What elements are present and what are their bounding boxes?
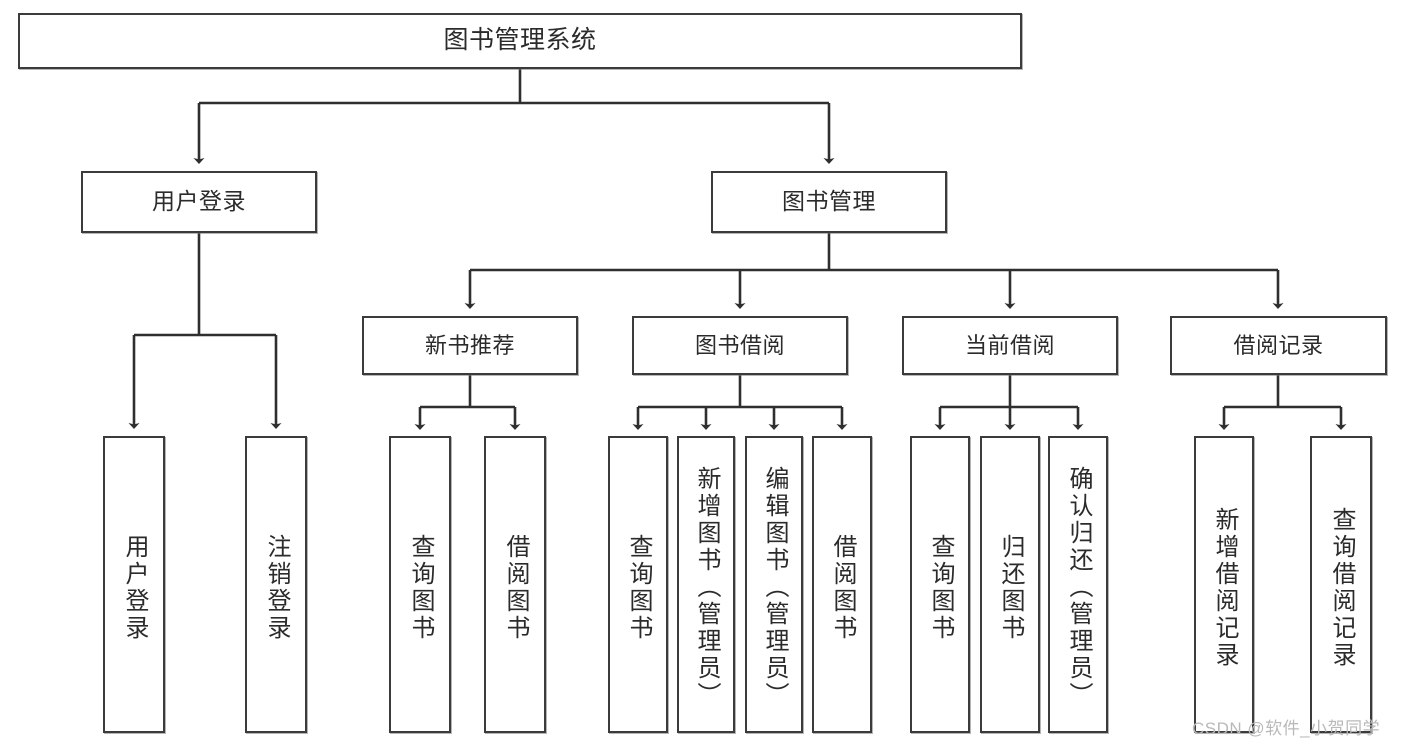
- node-book-manage[interactable]: 图书管理: [711, 171, 947, 233]
- node-label: 借阅记录: [1233, 332, 1324, 358]
- node-leaf-query-record[interactable]: 查询借阅记录: [1310, 436, 1372, 733]
- node-label: 用户登录: [121, 533, 148, 642]
- node-leaf-user-logout[interactable]: 注销登录: [245, 436, 307, 733]
- node-label: 注销登录: [263, 533, 290, 642]
- node-leaf-query-book-1[interactable]: 查询图书: [389, 436, 451, 733]
- node-leaf-query-book-2[interactable]: 查询图书: [608, 436, 668, 733]
- node-label: 图书管理: [782, 188, 876, 215]
- node-leaf-borrow-book-1[interactable]: 借阅图书: [484, 436, 546, 733]
- csdn-watermark: CSDN @软件_小贺同学: [1192, 719, 1381, 738]
- node-label: 用户登录: [152, 188, 246, 215]
- node-book-management-system[interactable]: 图书管理系统: [18, 13, 1022, 69]
- node-label: 新增图书（管理员）: [693, 466, 720, 709]
- node-label: 查询图书: [407, 533, 434, 642]
- node-label: 借阅图书: [829, 533, 856, 642]
- node-leaf-user-login[interactable]: 用户登录: [103, 436, 165, 733]
- node-leaf-add-record[interactable]: 新增借阅记录: [1194, 436, 1254, 733]
- node-label: 查询借阅记录: [1328, 506, 1355, 669]
- node-label: 确认归还（管理员）: [1065, 466, 1092, 709]
- node-user-login[interactable]: 用户登录: [81, 171, 317, 233]
- node-leaf-edit-book[interactable]: 编辑图书（管理员）: [745, 436, 803, 733]
- node-label: 图书管理系统: [443, 26, 597, 55]
- node-book-borrow[interactable]: 图书借阅: [632, 316, 848, 375]
- node-label: 查询图书: [625, 533, 652, 642]
- node-label: 查询图书: [927, 533, 954, 642]
- node-borrow-record[interactable]: 借阅记录: [1170, 316, 1387, 375]
- node-label: 新增借阅记录: [1211, 506, 1238, 669]
- node-label: 归还图书: [997, 533, 1024, 642]
- node-leaf-return-book[interactable]: 归还图书: [980, 436, 1040, 733]
- node-label: 借阅图书: [502, 533, 529, 642]
- node-label: 当前借阅: [964, 332, 1055, 358]
- node-leaf-query-book-3[interactable]: 查询图书: [910, 436, 970, 733]
- node-label: 编辑图书（管理员）: [761, 466, 788, 709]
- node-new-book-recommend[interactable]: 新书推荐: [362, 316, 578, 375]
- node-label: 图书借阅: [694, 332, 785, 358]
- node-leaf-add-book[interactable]: 新增图书（管理员）: [677, 436, 735, 733]
- node-current-borrow[interactable]: 当前借阅: [902, 316, 1118, 375]
- node-leaf-confirm-return[interactable]: 确认归还（管理员）: [1048, 436, 1108, 733]
- node-leaf-borrow-book-2[interactable]: 借阅图书: [812, 436, 872, 733]
- node-label: 新书推荐: [424, 332, 515, 358]
